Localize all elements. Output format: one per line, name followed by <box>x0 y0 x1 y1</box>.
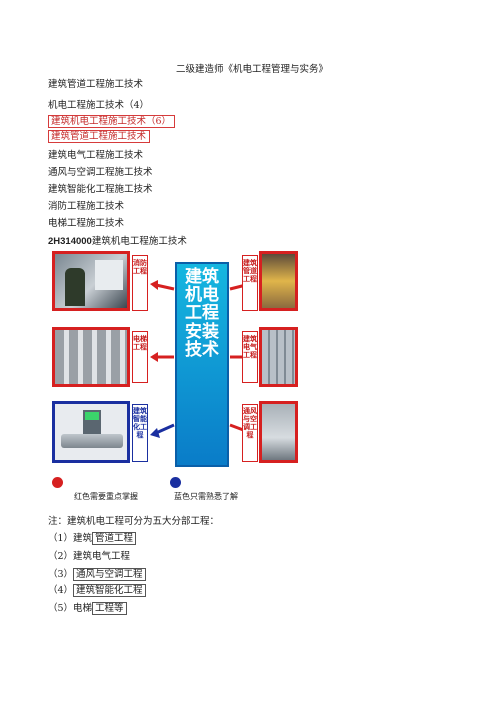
legend-blue-dot <box>170 477 181 488</box>
elevator-photo <box>52 327 130 387</box>
note-item-text: （5）电梯 <box>48 603 93 614</box>
note-item: （4）建筑智能化工程 <box>48 582 146 597</box>
note-item-boxed: 工程等 <box>92 602 127 615</box>
electrical-photo <box>259 327 298 387</box>
center-title: 建筑机电工程安装技术 <box>175 262 229 467</box>
toc-item: 通风与空调工程施工技术 <box>48 167 153 178</box>
toc-item: 建筑电气工程施工技术 <box>48 150 144 161</box>
legend-red-label: 红色需要重点掌握 <box>74 492 138 501</box>
tag-elevator: 电梯工程 <box>132 331 148 383</box>
toc-item: 建筑管道工程施工技术 <box>48 79 144 90</box>
note-item-boxed: 管道工程 <box>92 532 137 545</box>
fire-protection-photo <box>52 251 130 311</box>
note-item-boxed: 通风与空调工程 <box>73 568 146 581</box>
tag-building-electrical: 建筑电气工程 <box>242 331 258 383</box>
page-title: 二级建造师《机电工程管理与实务》 <box>175 64 328 75</box>
legend-blue-label: 蓝色只需熟悉了解 <box>174 492 238 501</box>
toc-item-highlighted: 建筑机电工程施工技术（6） <box>48 113 176 128</box>
legend-red-dot <box>52 477 63 488</box>
tag-hvac: 通风与空调工程 <box>242 404 258 462</box>
note-item-boxed: 建筑智能化工程 <box>73 584 146 597</box>
hvac-photo <box>259 401 298 463</box>
toc-item-label: 建筑机电工程施工技术（6） <box>48 115 176 128</box>
toc-item: 建筑智能化工程施工技术 <box>48 184 153 195</box>
note-item-text: （2）建筑电气工程 <box>48 551 131 562</box>
note-item-text: （1）建筑 <box>48 533 93 544</box>
tag-fire-protection: 消防工程 <box>132 255 148 311</box>
note-item-text: （4） <box>48 585 74 596</box>
installation-diagram: 消防工程 电梯工程 建筑智能化工程 建筑机电工程安装技术 建筑管道工程 建筑电气… <box>52 249 298 501</box>
note-item: （5）电梯工程等 <box>48 600 127 615</box>
intelligent-building-photo <box>52 401 130 463</box>
toc-item: 电梯工程施工技术 <box>48 218 125 229</box>
toc-item: 消防工程施工技术 <box>48 201 125 212</box>
section-code: 2H314000 <box>48 236 92 247</box>
toc-item-highlighted: 建筑管道工程施工技术 <box>48 128 151 143</box>
note-item: （1）建筑管道工程 <box>48 530 137 545</box>
section-heading: 2H314000建筑机电工程施工技术 <box>48 233 187 247</box>
toc-item-label: 建筑管道工程施工技术 <box>48 130 151 143</box>
note-item: （3）通风与空调工程 <box>48 566 146 581</box>
tag-building-pipeline: 建筑管道工程 <box>242 255 258 311</box>
tag-intelligent-building: 建筑智能化工程 <box>132 404 148 462</box>
pipeline-photo <box>259 251 298 311</box>
section-title: 建筑机电工程施工技术 <box>91 236 187 247</box>
note-intro: 注：建筑机电工程可分为五大分部工程： <box>48 516 220 527</box>
toc-item: 机电工程施工技术（4） <box>48 100 150 111</box>
note-item: （2）建筑电气工程 <box>48 548 130 562</box>
note-item-text: （3） <box>48 569 74 580</box>
